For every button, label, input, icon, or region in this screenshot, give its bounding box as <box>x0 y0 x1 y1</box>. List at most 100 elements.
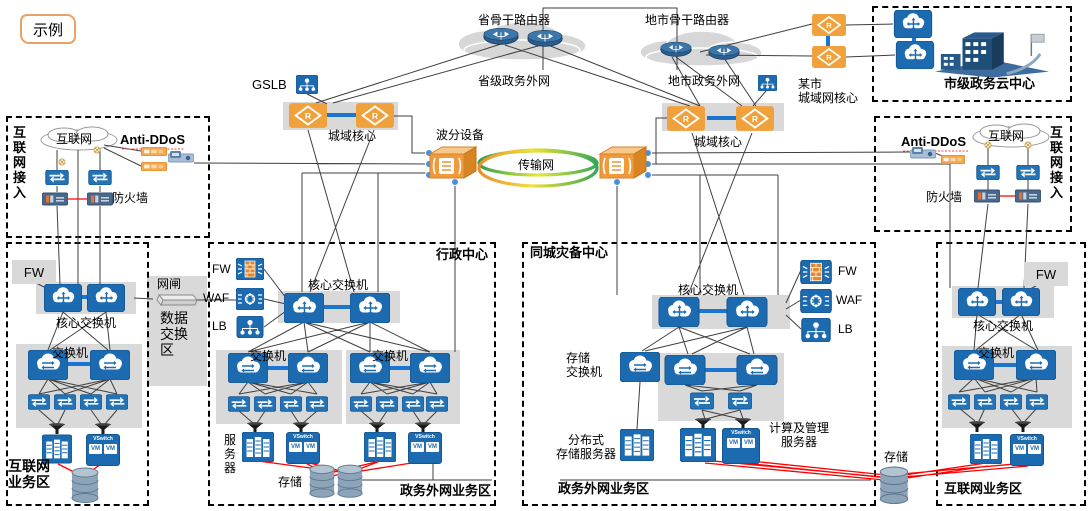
lb-label: LB <box>838 322 853 336</box>
router-icon <box>527 29 563 47</box>
waf-label: WAF <box>836 293 863 307</box>
cloud-datacenter-building <box>933 26 1051 78</box>
zone-city-cloud-center <box>872 6 1072 102</box>
access-switch-icon <box>54 394 76 410</box>
core-switch-icon <box>658 297 700 327</box>
core-switch-icon <box>958 288 996 316</box>
gov-extranet-zone-label: 政务外网业务区 <box>558 481 650 496</box>
server-label: 服 务 器 <box>224 433 237 475</box>
metro-core-router-icon <box>289 103 327 128</box>
internet-cloud-label: 互联网 <box>56 132 93 146</box>
network-gate-icon <box>153 292 197 308</box>
access-switch-icon <box>402 396 424 412</box>
core-switch-label: 核心交换机 <box>308 278 369 292</box>
internet-access-right-label: 互 联 网 接 入 <box>1050 125 1064 200</box>
core-switch-icon <box>284 293 324 323</box>
access-switch-icon <box>1026 394 1048 410</box>
access-switch-icon <box>376 396 398 412</box>
access-switch-icon <box>728 392 752 410</box>
man-core-label: 某市 城域网核心 <box>798 77 859 105</box>
cloud-center-label: 市级政务云中心 <box>944 76 1036 91</box>
core-switch-icon <box>1002 288 1040 316</box>
core-switch-label: 核心交换机 <box>678 283 739 297</box>
gov-extranet-zone-label: 政务外网业务区 <box>400 483 492 498</box>
metro-core-right-label: 城域核心 <box>694 135 743 149</box>
internet-biz-zone-label: 互联网业务区 <box>944 481 1023 496</box>
access-switch-icon <box>254 396 276 412</box>
internet-access-left-label: 互 联 网 接 入 <box>13 125 27 200</box>
wdm-device-icon <box>596 144 648 182</box>
waf-label: WAF <box>203 291 230 305</box>
switch-icon <box>410 353 450 383</box>
lb-icon <box>800 318 832 342</box>
man-core-router-icon <box>812 14 846 36</box>
switch-device-icon <box>88 170 112 185</box>
metro-core-router-icon <box>736 106 774 131</box>
access-switch-icon <box>426 396 448 412</box>
anti-ddos-device-icon <box>140 162 168 171</box>
gslb-icon <box>296 75 318 94</box>
city-router-label: 地市骨干路由器 <box>645 13 730 27</box>
city-cloud-label: 地市政务外网 <box>668 74 741 88</box>
fw-label-box: FW <box>12 260 56 284</box>
wdm-label: 波分设备 <box>436 128 485 142</box>
storage-disk-icon <box>878 466 910 504</box>
access-switch-icon <box>28 394 50 410</box>
zone-admin-center <box>208 242 496 506</box>
switch-device-icon <box>1016 165 1040 180</box>
router-icon <box>483 27 519 45</box>
access-switch-icon <box>228 396 250 412</box>
switch-icon <box>1016 350 1056 380</box>
storage-disk-icon <box>308 464 336 498</box>
vm-label: VM <box>289 442 302 452</box>
firewall-label: 防火墙 <box>112 191 149 205</box>
switch-label: 交换机 <box>52 346 89 360</box>
switch-label: 交换机 <box>978 346 1015 360</box>
internet-biz-zone-label: 互联网 业务区 <box>8 458 50 491</box>
switch-icon <box>90 350 130 380</box>
vm-label: VM <box>411 442 424 452</box>
provincial-router-label: 省骨干路由器 <box>478 13 551 27</box>
aggregation-funnel-icon <box>1014 421 1032 433</box>
switch-label: 交换机 <box>250 349 287 363</box>
lb-icon <box>758 75 777 91</box>
access-switch-icon <box>80 394 102 410</box>
server-icon <box>364 432 396 462</box>
man-core-router-icon <box>812 46 846 68</box>
metro-core-router-icon <box>356 103 394 128</box>
distributed-storage-server-icon <box>620 429 654 461</box>
access-switch-icon <box>974 394 996 410</box>
server-icon <box>242 432 274 462</box>
access-switch-icon <box>948 394 970 410</box>
anti-ddos-label: Anti-DDoS <box>120 132 185 147</box>
vm-label: VM <box>1028 444 1041 454</box>
vm-label: VM <box>104 444 117 454</box>
storage-switch-icon <box>620 352 660 382</box>
vswitch-label: VSwitch <box>93 436 113 442</box>
zone-dr-center <box>522 242 876 506</box>
firewall-icon <box>974 189 1000 203</box>
compute-mgmt-label: 计算及管理 服务器 <box>768 421 829 449</box>
example-stamp: 示例 <box>20 14 76 44</box>
switch-device-icon <box>45 170 69 185</box>
server-icon <box>680 428 716 462</box>
data-exchange-zone-label: 数据 交换 区 <box>160 310 188 359</box>
provincial-cloud-label: 省级政务外网 <box>478 74 551 88</box>
access-switch-icon <box>306 396 328 412</box>
anti-ddos-device-icon <box>941 155 965 164</box>
metro-core-left-label: 城域核心 <box>328 129 377 143</box>
firewall-icon <box>1015 189 1041 203</box>
firewall-label: 防火墙 <box>926 190 963 204</box>
aggregation-funnel-icon <box>968 421 986 433</box>
waf-icon <box>236 288 264 310</box>
storage-switch-label: 存储 交换机 <box>566 351 603 379</box>
vswitch-label: VSwitch <box>1017 436 1037 442</box>
switch-icon <box>288 353 328 383</box>
access-switch-icon <box>280 396 302 412</box>
switch-device-icon <box>976 165 1000 180</box>
vm-label: VM <box>727 438 740 448</box>
gslb-label: GSLB <box>252 77 287 92</box>
fw-label: FW <box>838 264 857 278</box>
